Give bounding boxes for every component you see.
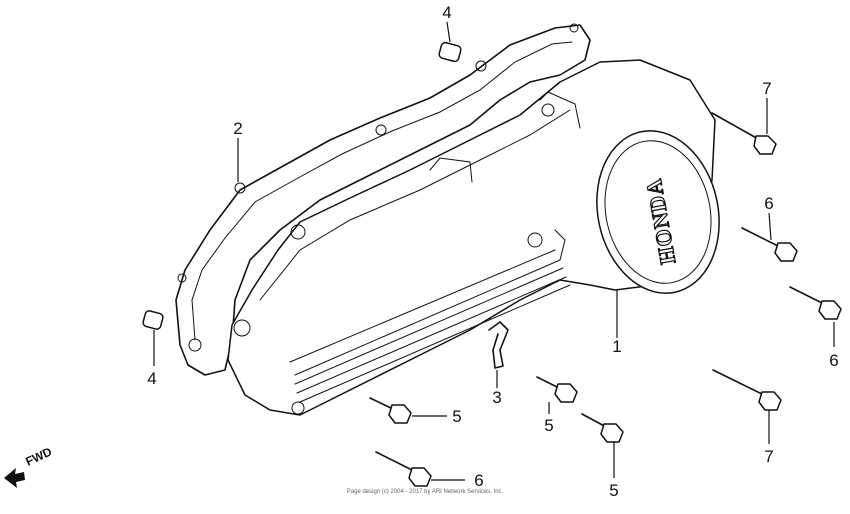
copyright-notice: Page design (c) 2004 - 2017 by ARI Netwo… <box>347 489 504 495</box>
bolt-7-bottom[interactable] <box>712 369 782 411</box>
bolt-5-bottom[interactable] <box>581 413 624 443</box>
bolt-7-top[interactable] <box>711 112 777 155</box>
crankcase-cover-part-1[interactable]: HONDA <box>227 59 734 416</box>
bolt-5-mid[interactable] <box>536 376 578 403</box>
fwd-indicator: FWD <box>4 444 54 488</box>
callout-5-mid: 5 <box>544 416 553 435</box>
bolt-6-right-top[interactable] <box>741 227 798 262</box>
leader-lines <box>153 21 835 481</box>
callout-6-bottom: 6 <box>474 471 483 490</box>
callout-7-bottom: 7 <box>764 447 773 466</box>
callout-1: 1 <box>612 337 621 356</box>
callout-4-top: 4 <box>442 3 451 22</box>
dowel-pin-left-part-4[interactable] <box>142 310 164 330</box>
callout-6-right: 6 <box>829 351 838 370</box>
fwd-label: FWD <box>23 444 54 468</box>
callout-5-left: 5 <box>452 407 461 426</box>
bolt-5-left[interactable] <box>369 397 412 424</box>
bolt-6-bottom[interactable] <box>375 451 432 487</box>
callout-2: 2 <box>233 119 242 138</box>
callout-4-left: 4 <box>147 369 156 388</box>
callout-3: 3 <box>492 388 501 407</box>
fwd-arrow-icon <box>4 468 25 488</box>
dowel-pin-top-part-4[interactable] <box>438 41 462 63</box>
callout-5-bottom: 5 <box>609 481 618 500</box>
callout-6-right-top: 6 <box>764 194 773 213</box>
gasket-part-2[interactable] <box>175 23 591 376</box>
bolt-6-right[interactable] <box>789 286 842 320</box>
clip-part-3[interactable] <box>488 321 509 369</box>
callout-7-top: 7 <box>762 79 771 98</box>
